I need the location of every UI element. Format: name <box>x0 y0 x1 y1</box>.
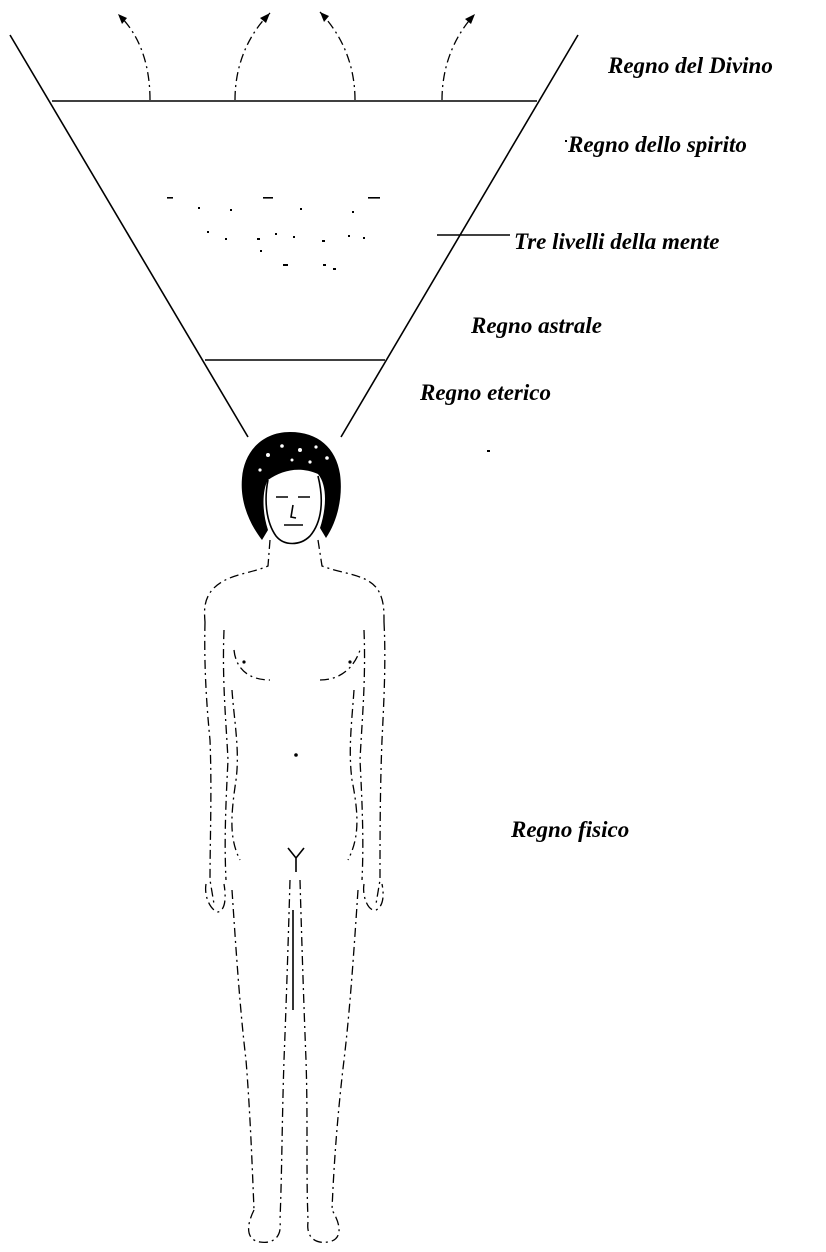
torso-left <box>232 690 240 860</box>
neck-line <box>205 540 270 622</box>
label-mind-levels: Tre livelli della mente <box>514 229 719 254</box>
right-foot <box>308 1210 339 1242</box>
hair-shape <box>242 432 341 540</box>
arrow-up-right-icon <box>442 14 475 100</box>
torso-right <box>348 690 357 860</box>
mind-level-marks <box>167 140 567 452</box>
label-spirit-realm: Regno dello spirito <box>567 132 747 157</box>
left-leg-outer <box>232 890 254 1210</box>
left-arm <box>205 622 214 904</box>
ascending-arrows <box>118 12 475 100</box>
label-astral-realm: Regno astrale <box>470 313 602 338</box>
funnel-left-side <box>10 35 248 437</box>
right-hand <box>364 884 383 910</box>
arrow-up-left-icon <box>118 14 150 100</box>
label-divine-realm: Regno del Divino <box>607 53 773 78</box>
arrow-up-left-icon <box>320 12 355 100</box>
chest-line <box>234 650 360 680</box>
arrow-up-right-icon <box>235 13 270 100</box>
left-hand <box>206 884 225 912</box>
human-figure <box>205 432 385 1242</box>
right-arm <box>376 622 385 904</box>
label-etheric-realm: Regno eterico <box>419 380 551 405</box>
label-physical-realm: Regno fisico <box>510 817 629 842</box>
right-leg-outer <box>332 890 358 1210</box>
face-outline <box>266 476 321 544</box>
left-foot <box>249 1210 281 1242</box>
